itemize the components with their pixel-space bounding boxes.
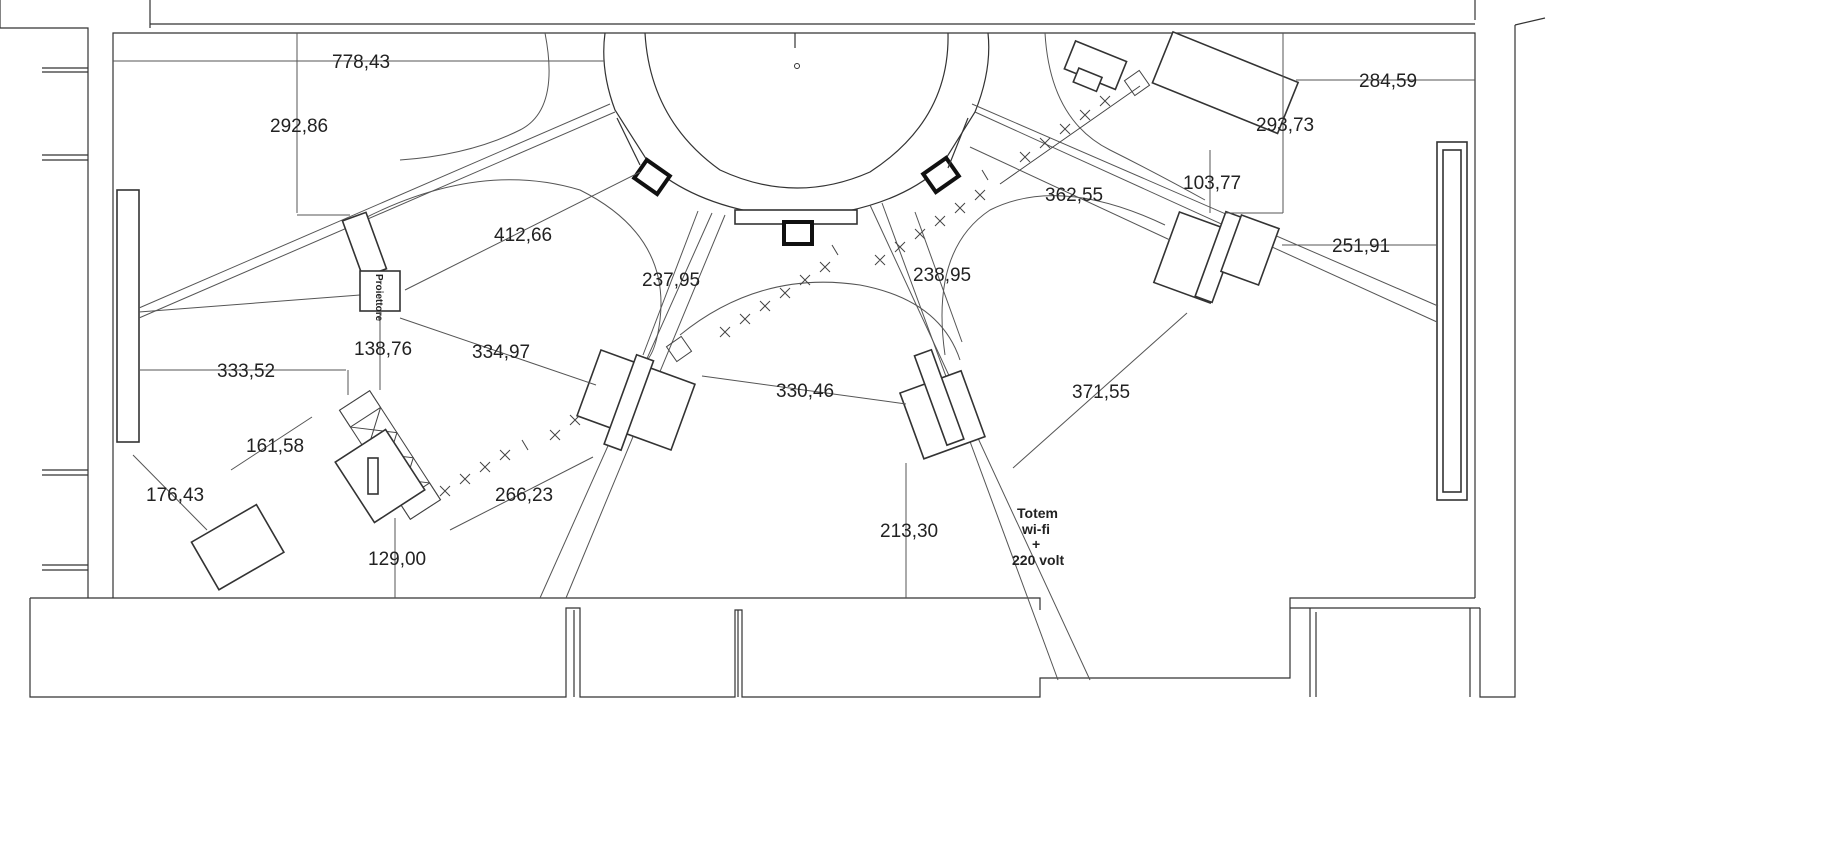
dimension-label: 138,76 xyxy=(354,339,412,360)
dimension-lines xyxy=(113,33,1475,598)
svg-text:Totem: Totem xyxy=(1017,505,1058,521)
dimension-label: 129,00 xyxy=(368,549,426,570)
truss-block-left xyxy=(334,389,442,524)
totem-label: Totem wi-fi + 220 volt xyxy=(1012,505,1064,568)
dimension-label: 778,43 xyxy=(332,52,390,73)
dimension-label: 103,77 xyxy=(1183,173,1241,194)
dimension-label: 333,52 xyxy=(217,361,275,382)
dimension-label: 238,95 xyxy=(913,265,971,286)
dimension-label: 284,59 xyxy=(1359,71,1417,92)
dimension-label: 292,86 xyxy=(270,116,328,137)
svg-text:+: + xyxy=(1032,536,1040,552)
dimension-label: 412,66 xyxy=(494,225,552,246)
dimension-label: 237,95 xyxy=(642,270,700,291)
dimension-label: 362,55 xyxy=(1045,185,1103,206)
dimension-label: 266,23 xyxy=(495,485,553,506)
dimension-labels: 778,43 292,86 412,66 237,95 238,95 362,5… xyxy=(146,52,1417,570)
dimension-label: 161,58 xyxy=(246,436,304,457)
dimension-label: 251,91 xyxy=(1332,236,1390,257)
dimension-label: 213,30 xyxy=(880,521,938,542)
dimension-label: 330,46 xyxy=(776,381,834,402)
dimension-label: 293,73 xyxy=(1256,115,1314,136)
svg-text:220 volt: 220 volt xyxy=(1012,552,1064,568)
dimension-label: 176,43 xyxy=(146,485,204,506)
central-stand xyxy=(603,32,990,246)
stands xyxy=(190,30,1300,591)
dimension-label: 371,55 xyxy=(1072,382,1130,403)
dimension-label: 334,97 xyxy=(472,342,530,363)
svg-text:wi-fi: wi-fi xyxy=(1021,521,1050,537)
projector-label: Proiettore xyxy=(373,274,384,322)
projector: Proiettore xyxy=(341,211,401,322)
walls xyxy=(0,0,1546,698)
